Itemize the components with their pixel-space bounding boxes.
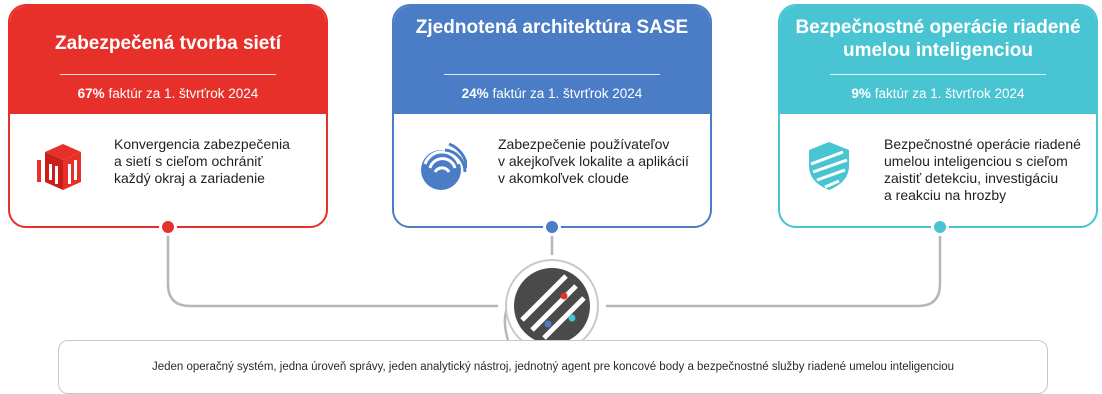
stat-text: faktúr za 1. štvrťrok 2024: [104, 86, 259, 101]
card-unified-sase: Zjednotená architektúra SASE 24% faktúr …: [392, 4, 712, 228]
red-connector-dot: [159, 218, 177, 236]
card-ai-security-operations: Bezpečnostné operácie riadené umelou int…: [778, 4, 1098, 228]
teal-connector-dot: [931, 218, 949, 236]
sase-signal-icon: [421, 142, 467, 190]
card-body: Konvergencia zabezpečenia a sietí s cieľ…: [10, 114, 326, 226]
stat-value: 24%: [461, 86, 489, 101]
card-divider: [830, 74, 1046, 75]
card-divider: [60, 74, 276, 75]
card-description: Zabezpečenie používateľov v akejkoľvek l…: [498, 136, 689, 186]
card-title: Zabezpečená tvorba sietí: [55, 33, 281, 54]
card-stat: 9% faktúr za 1. štvrťrok 2024: [780, 86, 1096, 101]
card-header: Bezpečnostné operácie riadené umelou int…: [780, 6, 1096, 114]
network-security-icon: [37, 144, 81, 190]
card-title: Bezpečnostné operácie riadené umelou int…: [795, 17, 1081, 61]
stat-text: faktúr za 1. štvrťrok 2024: [870, 86, 1025, 101]
card-title: Zjednotená architektúra SASE: [415, 17, 689, 38]
card-body: Zabezpečenie používateľov v akejkoľvek l…: [394, 114, 710, 226]
platform-summary-box: Jeden operačný systém, jedna úroveň sprá…: [58, 340, 1048, 394]
card-body: Bezpečnostné operácie riadené umelou int…: [780, 114, 1096, 226]
ai-shield-icon: [809, 142, 849, 190]
card-description: Konvergencia zabezpečenia a sietí s cieľ…: [114, 136, 290, 186]
card-header: Zabezpečená tvorba sietí 67% faktúr za 1…: [10, 6, 326, 114]
stat-value: 9%: [851, 86, 871, 101]
platform-summary-text: Jeden operačný systém, jedna úroveň sprá…: [151, 361, 955, 373]
card-description: Bezpečnostné operácie riadené umelou int…: [884, 136, 1081, 203]
card-header: Zjednotená architektúra SASE 24% faktúr …: [394, 6, 710, 114]
card-stat: 24% faktúr za 1. štvrťrok 2024: [394, 86, 710, 101]
blue-connector-dot: [543, 218, 561, 236]
stat-value: 67%: [77, 86, 105, 101]
card-stat: 67% faktúr za 1. štvrťrok 2024: [10, 86, 326, 101]
card-divider: [444, 74, 660, 75]
card-secure-networking: Zabezpečená tvorba sietí 67% faktúr za 1…: [8, 4, 328, 228]
stat-text: faktúr za 1. štvrťrok 2024: [488, 86, 643, 101]
